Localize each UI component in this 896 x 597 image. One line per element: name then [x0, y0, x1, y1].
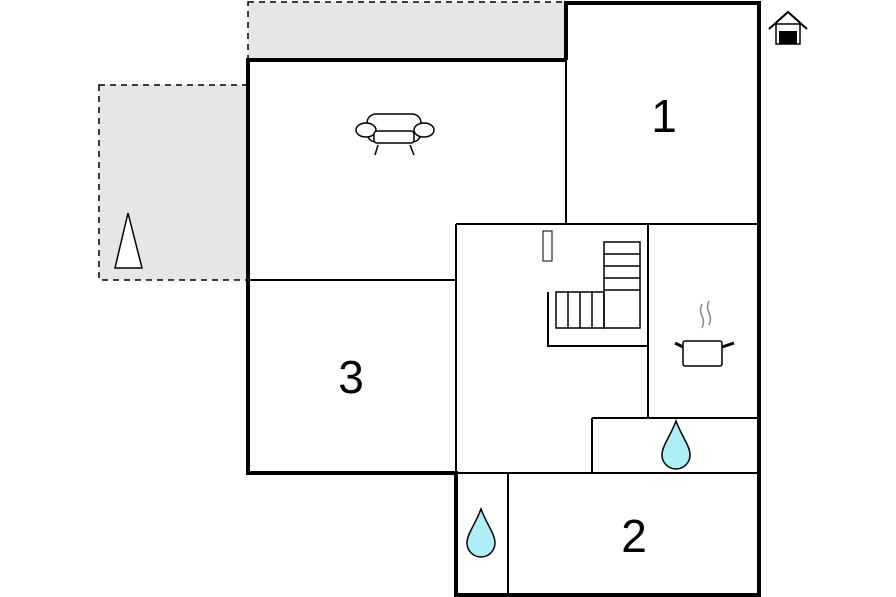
- radiator-icon: [542, 230, 553, 262]
- outer-wall-main: [246, 1, 761, 597]
- exterior-walls: [246, 1, 761, 597]
- water-drop-icon: [661, 418, 691, 470]
- cooking-pot-icon: [674, 300, 735, 367]
- terrace-top: [247, 1, 567, 61]
- stair-enclosure: [547, 292, 648, 347]
- interior-walls: [248, 60, 759, 595]
- sofa-icon: [355, 113, 435, 156]
- water-drop-icon: [466, 506, 496, 558]
- stair-upper-flight: [603, 241, 641, 329]
- room-number-1: 1: [651, 90, 677, 142]
- room-number-3: 3: [338, 351, 364, 403]
- terrace-areas: [98, 1, 567, 281]
- staircase-icon: [547, 241, 648, 347]
- room-number-2: 2: [621, 510, 647, 562]
- tree-icon: [114, 212, 143, 269]
- house-entrance-icon: [768, 10, 808, 45]
